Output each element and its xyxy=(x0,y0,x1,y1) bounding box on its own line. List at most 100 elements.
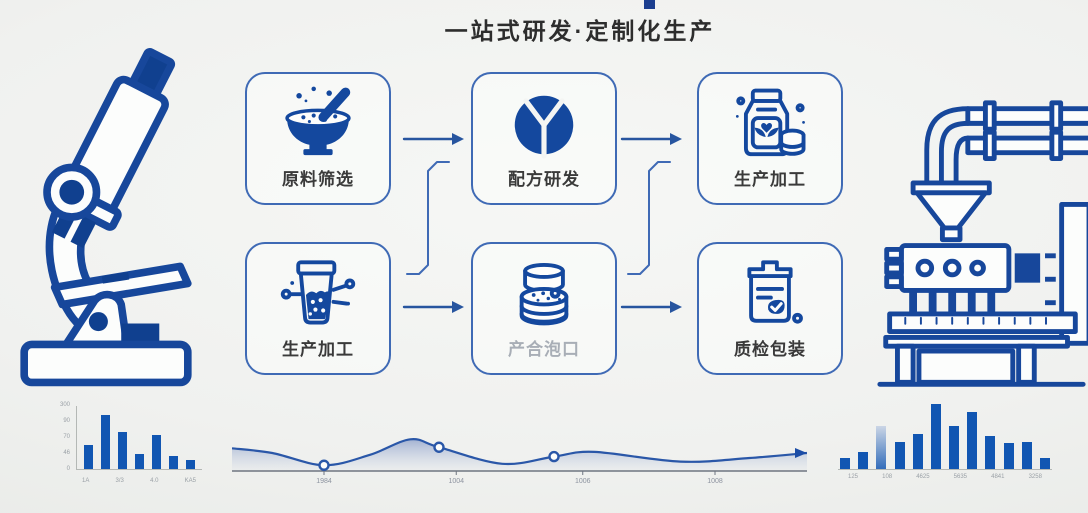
axis-tick-label: 1984 xyxy=(316,478,332,485)
flow-step-production-top: 生产加工 xyxy=(697,72,843,205)
arrow-head-icon xyxy=(670,133,682,145)
wave-area-fill xyxy=(232,439,807,471)
bar-plot-area xyxy=(838,400,1052,470)
x-axis-labels: 1984 1004 1006 1008 xyxy=(232,478,807,490)
axis-tick-label: 108 xyxy=(882,474,893,480)
wave-plot xyxy=(231,438,808,475)
pie-chart-icon xyxy=(514,95,574,159)
funnel xyxy=(914,190,988,231)
bar xyxy=(894,442,905,469)
axis-tick-label: 4841 xyxy=(991,474,1005,480)
pipe-elbow xyxy=(938,120,971,188)
under-panel xyxy=(916,348,1016,385)
data-point-marker xyxy=(318,459,330,471)
axis-tick-label: 90 xyxy=(63,418,70,424)
axis-tick-label: 3258 xyxy=(1028,474,1042,480)
axis-tick-label: 1004 xyxy=(448,478,465,485)
table-ticks xyxy=(904,316,1047,325)
bar xyxy=(84,444,93,469)
bar xyxy=(152,434,161,469)
axis-tick-label: 1006 xyxy=(574,478,591,485)
bar-chart-left: 300 90 70 46 0 1A 3/3 4.0 KA5 xyxy=(34,402,210,490)
wave-line xyxy=(231,438,808,467)
pipe-flange xyxy=(982,129,997,161)
bar xyxy=(840,457,850,469)
data-point-marker xyxy=(548,450,560,463)
flow-step-label: 原料筛选 xyxy=(282,170,354,189)
bar xyxy=(1021,442,1032,469)
data-point-marker xyxy=(433,441,445,453)
pipe-flange xyxy=(982,100,997,132)
pipe-flange xyxy=(1049,129,1064,161)
side-flange xyxy=(884,247,904,262)
bar xyxy=(949,425,960,469)
extruder-machine-illustration xyxy=(877,100,1088,387)
bar xyxy=(876,425,887,469)
mortar-bowl-icon xyxy=(285,86,351,156)
bar xyxy=(858,451,869,469)
page-title: 一站式研发·定制化生产 xyxy=(444,18,716,44)
trend-wave-chart: 1984 1004 1006 1008 xyxy=(231,430,808,492)
bar xyxy=(967,411,978,469)
axis-tick-label: 1A xyxy=(82,478,90,484)
bar xyxy=(135,454,144,469)
pivot-dot xyxy=(88,312,108,332)
microscope-objective xyxy=(70,216,97,249)
extruder-port xyxy=(915,258,935,278)
focus-knob-center xyxy=(59,179,85,205)
side-flange xyxy=(884,274,904,290)
arrow-head-icon xyxy=(670,301,682,313)
pipe-elbow xyxy=(924,106,971,188)
package-bag-icon xyxy=(735,88,806,157)
flow-step-formula-rd: 配方研发 xyxy=(471,72,617,205)
title-fragment-decoration xyxy=(644,0,655,9)
lower-rail xyxy=(883,334,1070,349)
axis-tick-label: 300 xyxy=(59,402,70,408)
axis-tick-label: 4.0 xyxy=(150,478,159,484)
flow-step-label: 生产加工 xyxy=(282,340,354,359)
bar xyxy=(186,459,195,469)
pipe-flange xyxy=(1049,100,1064,132)
bar xyxy=(1039,457,1050,469)
flow-step-label: 质检包装 xyxy=(734,340,806,359)
base-accessory xyxy=(121,323,160,343)
axis-tick-label: 46 xyxy=(63,450,70,456)
flow-step-label: 生产加工 xyxy=(734,170,806,189)
s-connector xyxy=(406,161,450,275)
pipe-elbow xyxy=(953,135,971,188)
bar xyxy=(118,432,127,469)
funnel-neck xyxy=(939,225,963,243)
flow-step-raw-material: 原料筛选 xyxy=(245,72,391,205)
hopper-flask-icon xyxy=(280,260,356,325)
arrow-head-icon xyxy=(795,448,807,458)
axis-tick-label: 70 xyxy=(63,434,70,440)
flow-step-label: 产合泡口 xyxy=(508,340,580,359)
axis-tick-label: 3/3 xyxy=(115,478,124,484)
bar xyxy=(930,404,941,469)
axis-tick-label: 125 xyxy=(848,474,859,480)
stacked-dishes-icon xyxy=(519,262,569,326)
bar xyxy=(1003,443,1014,469)
arrow-head-icon xyxy=(452,301,464,313)
extruder-port xyxy=(969,259,986,277)
motor-block xyxy=(1014,253,1041,283)
side-flange xyxy=(884,260,904,276)
cooling-slats xyxy=(909,292,996,314)
axis-tick-label: 5635 xyxy=(953,474,968,480)
flow-step-middle-bottom: 产合泡口 xyxy=(471,242,617,375)
flow-step-qc-packaging: 质检包装 xyxy=(697,242,843,375)
axis-tick-label: KA5 xyxy=(184,478,196,484)
bar-plot-area xyxy=(76,406,202,470)
carton-check-icon xyxy=(747,260,803,324)
cabinet-vents xyxy=(1045,253,1056,306)
arrow-head-icon xyxy=(452,133,464,145)
y-axis-labels: 300 90 70 46 0 xyxy=(46,402,70,472)
conveyor-table xyxy=(887,311,1078,334)
axis-tick-label: 0 xyxy=(66,466,70,472)
extruder-port xyxy=(942,258,962,278)
axis-tick-label: 1008 xyxy=(707,478,723,485)
microscope-base xyxy=(20,340,192,387)
stage-clip xyxy=(101,271,130,284)
